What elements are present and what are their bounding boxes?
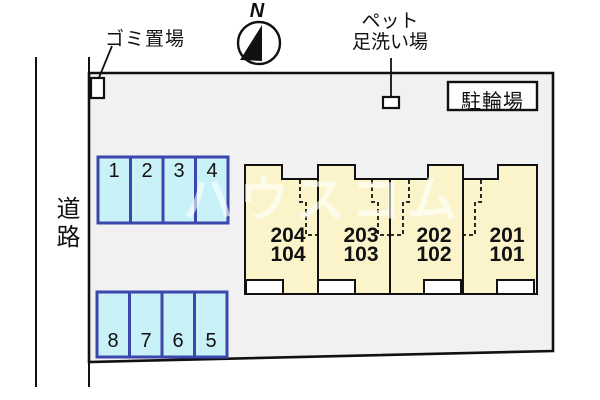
garbage-leader-line — [97, 45, 113, 81]
pet-wash-box — [381, 95, 401, 110]
unit-label-202-102: 202 102 — [394, 224, 474, 266]
unit-103: 103 — [343, 243, 379, 266]
unit-201: 201 — [489, 224, 525, 247]
unit-label-201-101: 201 101 — [467, 224, 547, 266]
dashed-line-unit-201 — [463, 180, 482, 236]
pet-wash-label-line2: 足洗い場 — [351, 32, 428, 53]
compass-north-label: N — [249, 0, 265, 22]
stall-number-6: 6 — [172, 330, 184, 352]
porch-unit-202 — [423, 279, 462, 295]
compass-icon — [236, 20, 282, 66]
parking-block-bottom — [95, 290, 229, 359]
garbage-box — [89, 76, 106, 100]
unit-202: 202 — [416, 224, 452, 247]
garbage-area-label: ゴミ置場 — [104, 29, 185, 50]
unit-203: 203 — [343, 224, 379, 247]
bicycle-parking-label: 駐輪場 — [461, 91, 524, 113]
dashed-line-unit-204 — [299, 180, 318, 236]
stall-number-1: 1 — [108, 160, 120, 182]
unit-label-203-103: 203 103 — [321, 224, 401, 266]
pet-wash-label-line1: ペット — [361, 11, 419, 32]
stall-number-3: 3 — [173, 160, 185, 182]
stall-number-8: 8 — [107, 330, 119, 352]
dashed-line-unit-203 — [371, 180, 390, 236]
bicycle-parking-box — [446, 80, 539, 112]
unit-104: 104 — [270, 243, 306, 266]
unit-102: 102 — [416, 243, 452, 266]
unit-101: 101 — [489, 243, 525, 266]
stall-number-5: 5 — [205, 330, 217, 352]
porch-unit-201 — [496, 279, 535, 295]
porch-unit-204 — [245, 279, 284, 295]
porch-unit-203 — [317, 279, 356, 295]
unit-204: 204 — [270, 224, 306, 247]
stall-number-7: 7 — [140, 330, 152, 352]
pet-wash-label: ペット 足洗い場 — [335, 11, 445, 53]
dashed-line-unit-202 — [390, 180, 410, 236]
stall-number-4: 4 — [206, 160, 218, 182]
road-label: 道路 — [52, 196, 79, 252]
parking-block-top — [96, 155, 230, 225]
stall-number-2: 2 — [141, 160, 153, 182]
unit-label-204-104: 204 104 — [248, 224, 328, 266]
